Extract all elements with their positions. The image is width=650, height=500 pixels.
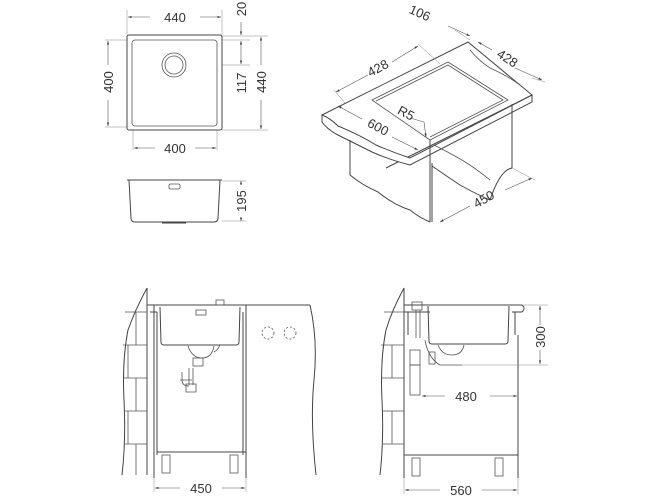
dim-drain-depth-480: 480 [455,389,477,404]
dim-right-depth-440: 440 [254,71,269,93]
dim-cutout-front-428: 428 [365,56,391,79]
isometric-view: 428 106 428 R5 600 450 [321,2,546,223]
dim-top-width-440: 440 [164,10,186,25]
top-view: 440 400 400 20 117 440 [101,2,269,156]
front-elevation: 450 [121,287,317,496]
side-section-view: 195 [127,179,249,224]
side-elevation: 300 480 560 [379,287,548,498]
dim-bottom-width-400: 400 [164,141,186,156]
dim-back-margin-106: 106 [407,2,433,25]
dim-bowl-depth-195: 195 [234,190,249,212]
dim-drain-offset-117: 117 [234,73,249,94]
dim-corner-radius-r5: R5 [395,103,417,124]
dim-cabinet-width-600: 600 [365,115,391,138]
dim-left-depth-400: 400 [101,71,116,93]
dim-front-cabinet-width-450: 450 [190,481,212,496]
dim-drain-height-300: 300 [533,326,548,348]
dim-rim-20: 20 [234,2,249,16]
dim-side-cabinet-depth-560: 560 [450,483,472,498]
